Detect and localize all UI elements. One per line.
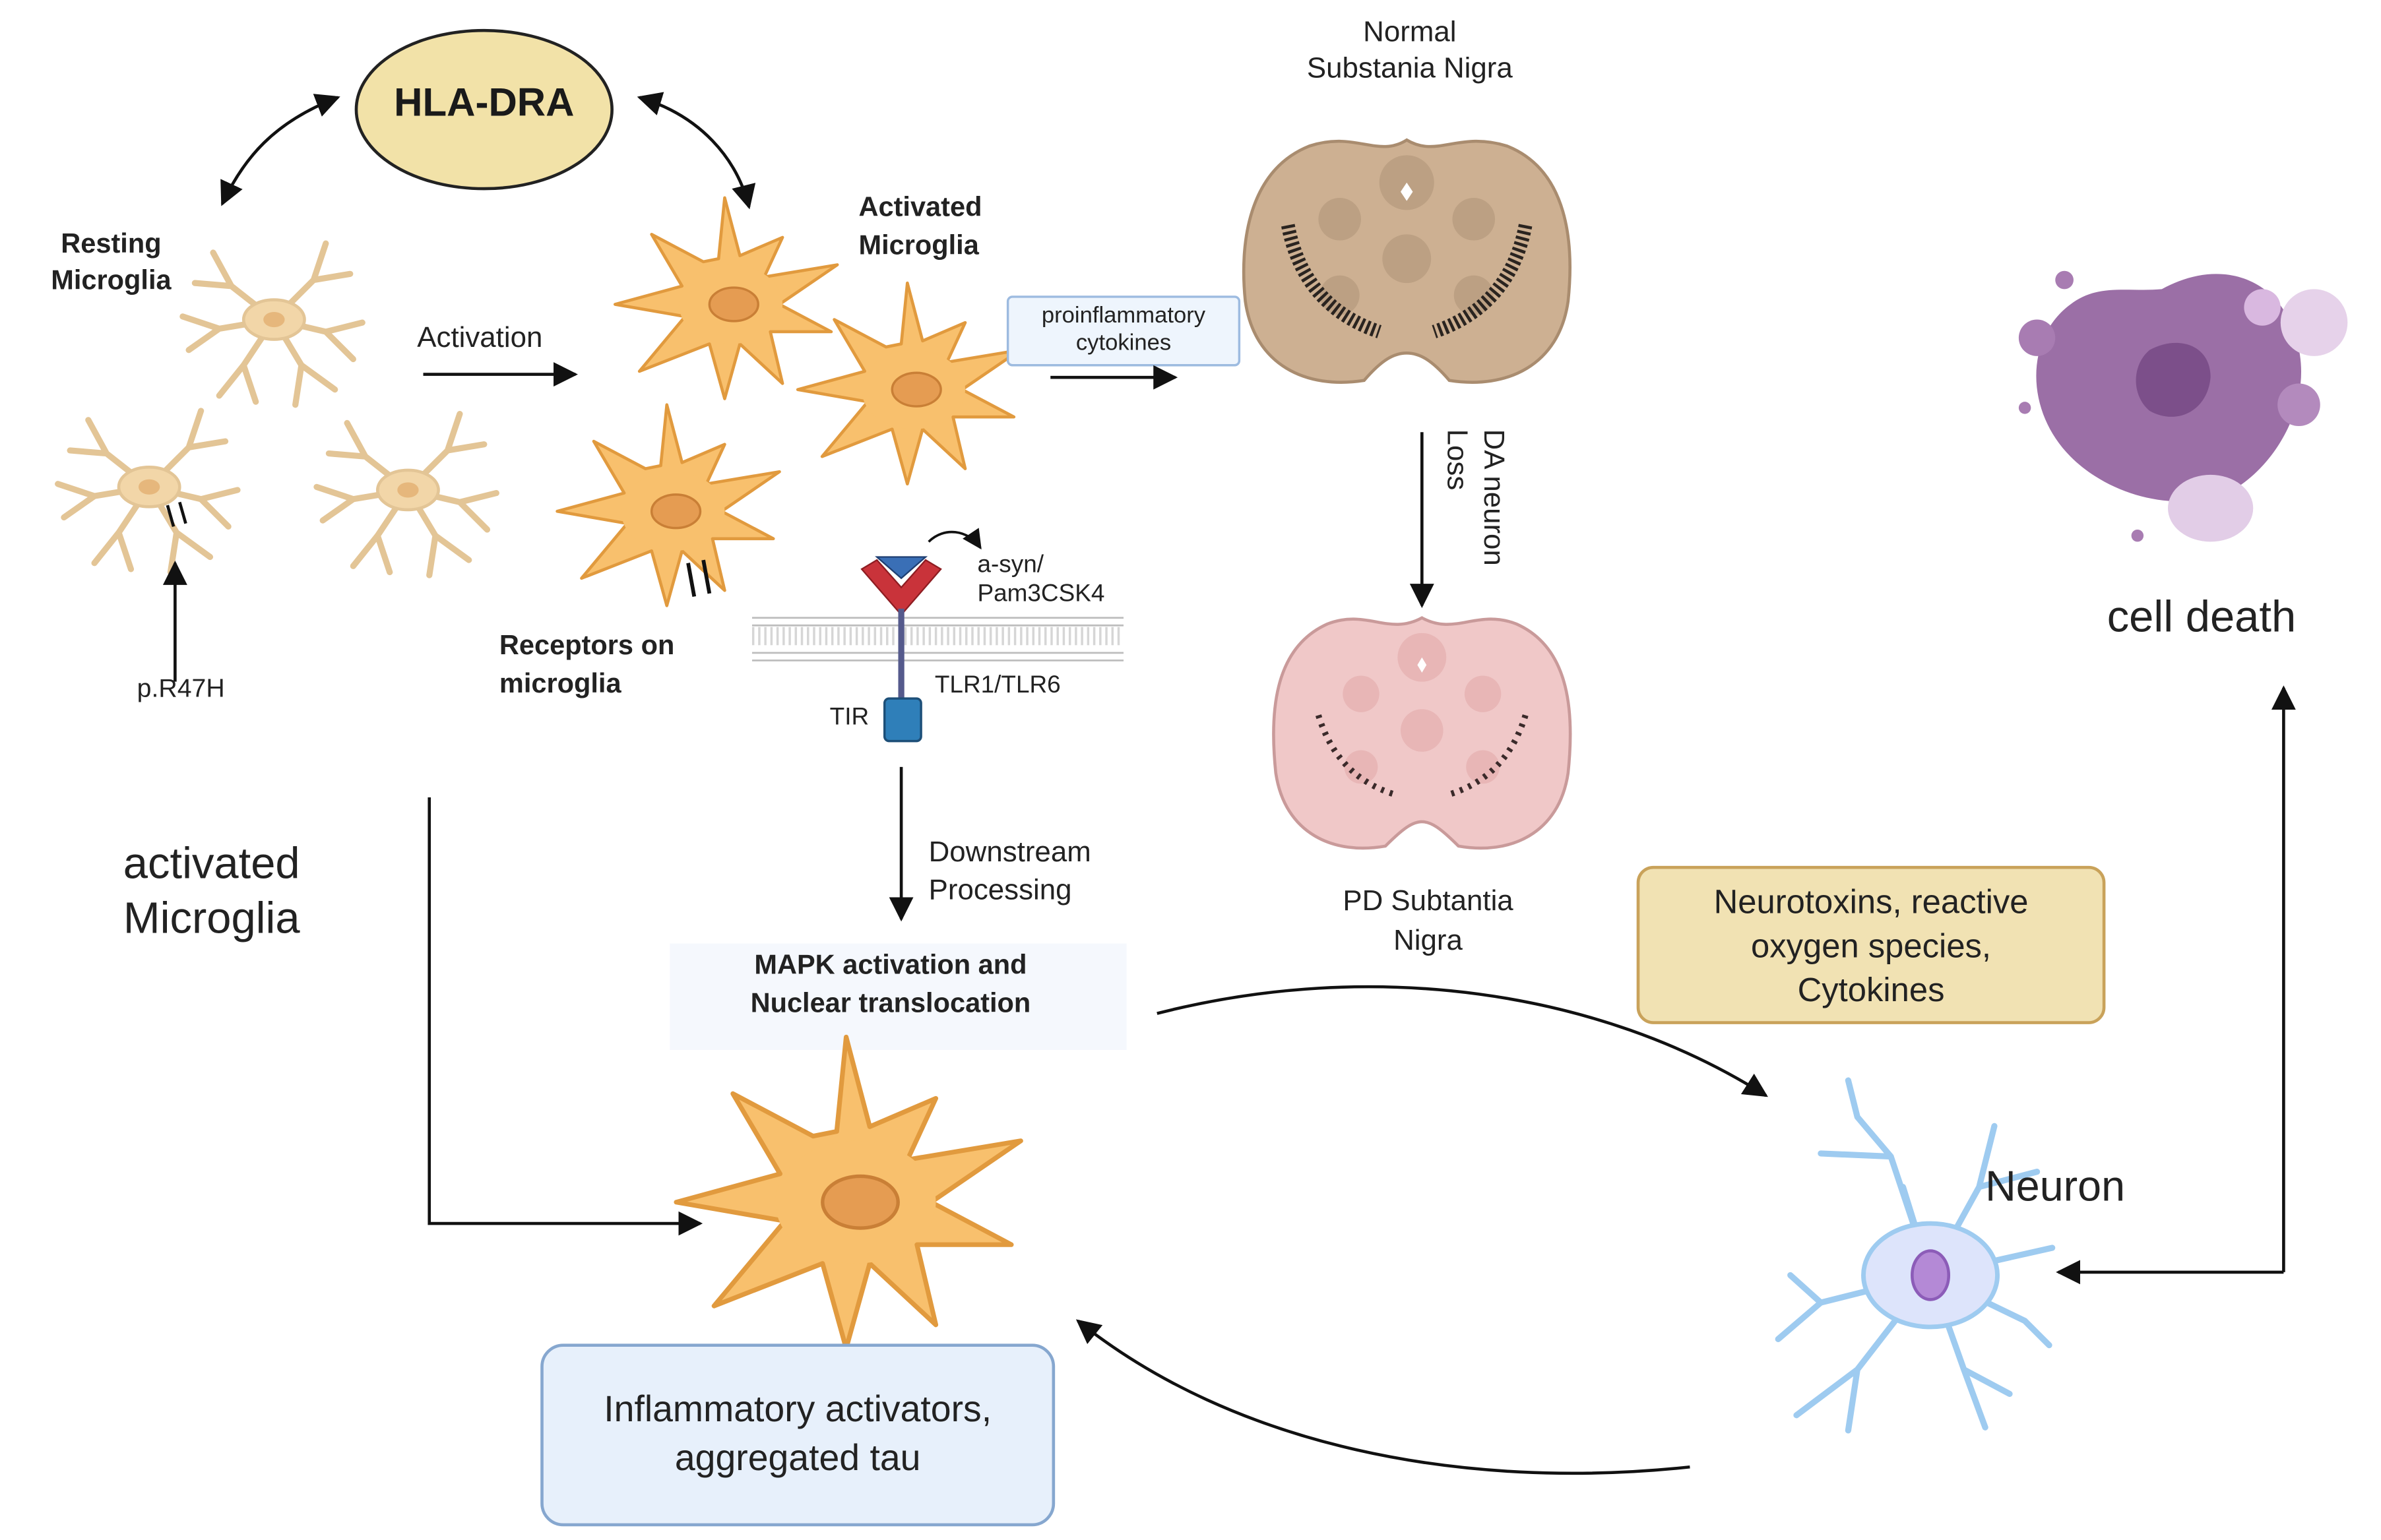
neuron-label: Neuron xyxy=(1985,1162,2126,1210)
tir-label: TIR xyxy=(829,704,870,731)
activated-microglia-cell xyxy=(615,198,837,399)
normal-substantia-nigra xyxy=(1242,138,1571,384)
activated-microglia-large xyxy=(676,1037,1021,1348)
pd-substantia-nigra-label: PD Subtantia Nigra xyxy=(1343,885,1513,958)
resting-microglia-cell xyxy=(183,243,362,405)
resting-microglia-cell xyxy=(58,411,238,572)
mapk-activation-label: MAPK activation and Nuclear translocatio… xyxy=(750,949,1031,1018)
dead-cell xyxy=(2018,270,2348,542)
ligand-label: a-syn/ Pam3CSK4 xyxy=(977,552,1105,607)
pd-substantia-nigra xyxy=(1272,616,1572,850)
tlr-label: TLR1/TLR6 xyxy=(934,672,1061,699)
activation-label: Activation xyxy=(417,323,543,355)
inflammatory-activators-label: Inflammatory activators, aggregated tau xyxy=(604,1389,992,1479)
inflammatory-activators-text: Inflammatory activators, aggregated tau xyxy=(542,1345,1054,1525)
cell-death-label: cell death xyxy=(2107,593,2297,642)
proinflammatory-cytokines-label: proinflammatory cytokines xyxy=(1041,303,1206,356)
variant-label: p.R47H xyxy=(137,674,225,703)
activated-microglia-cell xyxy=(798,283,1020,484)
normal-substantia-nigra-label: Normal Substania Nigra xyxy=(1306,16,1513,86)
activated-microglia-large-label: activated Microglia xyxy=(123,840,300,944)
downstream-processing-label: Downstream Processing xyxy=(928,837,1091,908)
cytokines-box xyxy=(1006,295,1241,367)
hla-dra-ellipse xyxy=(354,28,614,191)
resting-microglia-cell xyxy=(317,414,496,576)
receptors-on-microglia-label: Receptors on microglia xyxy=(499,630,675,699)
da-neuron-loss-label: DA neuron Loss xyxy=(1440,429,1509,566)
neurotoxins-label: Neurotoxins, reactive oxygen species, Cy… xyxy=(1713,882,2029,1008)
neurotoxins-text: Neurotoxins, reactive oxygen species, Cy… xyxy=(1638,867,2104,1022)
tlr-membrane xyxy=(751,611,1124,667)
hla-dra-label: HLA-DRA xyxy=(394,78,575,125)
neurotoxins-box xyxy=(1636,865,2106,1024)
activated-microglia-label: Activated Microglia xyxy=(858,191,982,261)
resting-microglia-label: Resting Microglia xyxy=(51,228,172,295)
inflammatory-box xyxy=(540,1343,1056,1527)
activated-microglia-cell xyxy=(557,405,780,606)
